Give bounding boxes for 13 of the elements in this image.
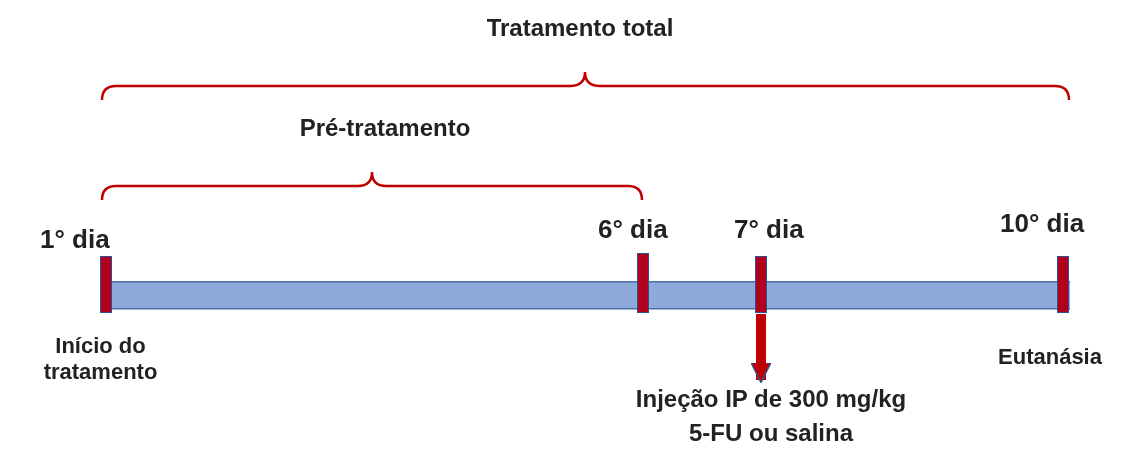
day-marker: [755, 256, 767, 313]
bracket-label: Pré-tratamento: [298, 114, 472, 143]
event-label: Eutanásia: [997, 344, 1103, 371]
day-marker: [637, 253, 649, 313]
event-label: Injeção IP de 300 mg/kg 5-FU ou salina: [626, 382, 916, 450]
day-label: 6° dia: [598, 214, 669, 246]
day-marker: [100, 256, 112, 313]
day-label: 7° dia: [734, 214, 805, 246]
bracket-label: Tratamento total: [485, 14, 675, 43]
day-label: 1° dia: [40, 224, 111, 256]
event-label: Início do tratamento: [42, 333, 159, 386]
day-label: 10° dia: [1000, 208, 1086, 240]
day-marker: [1057, 256, 1069, 313]
